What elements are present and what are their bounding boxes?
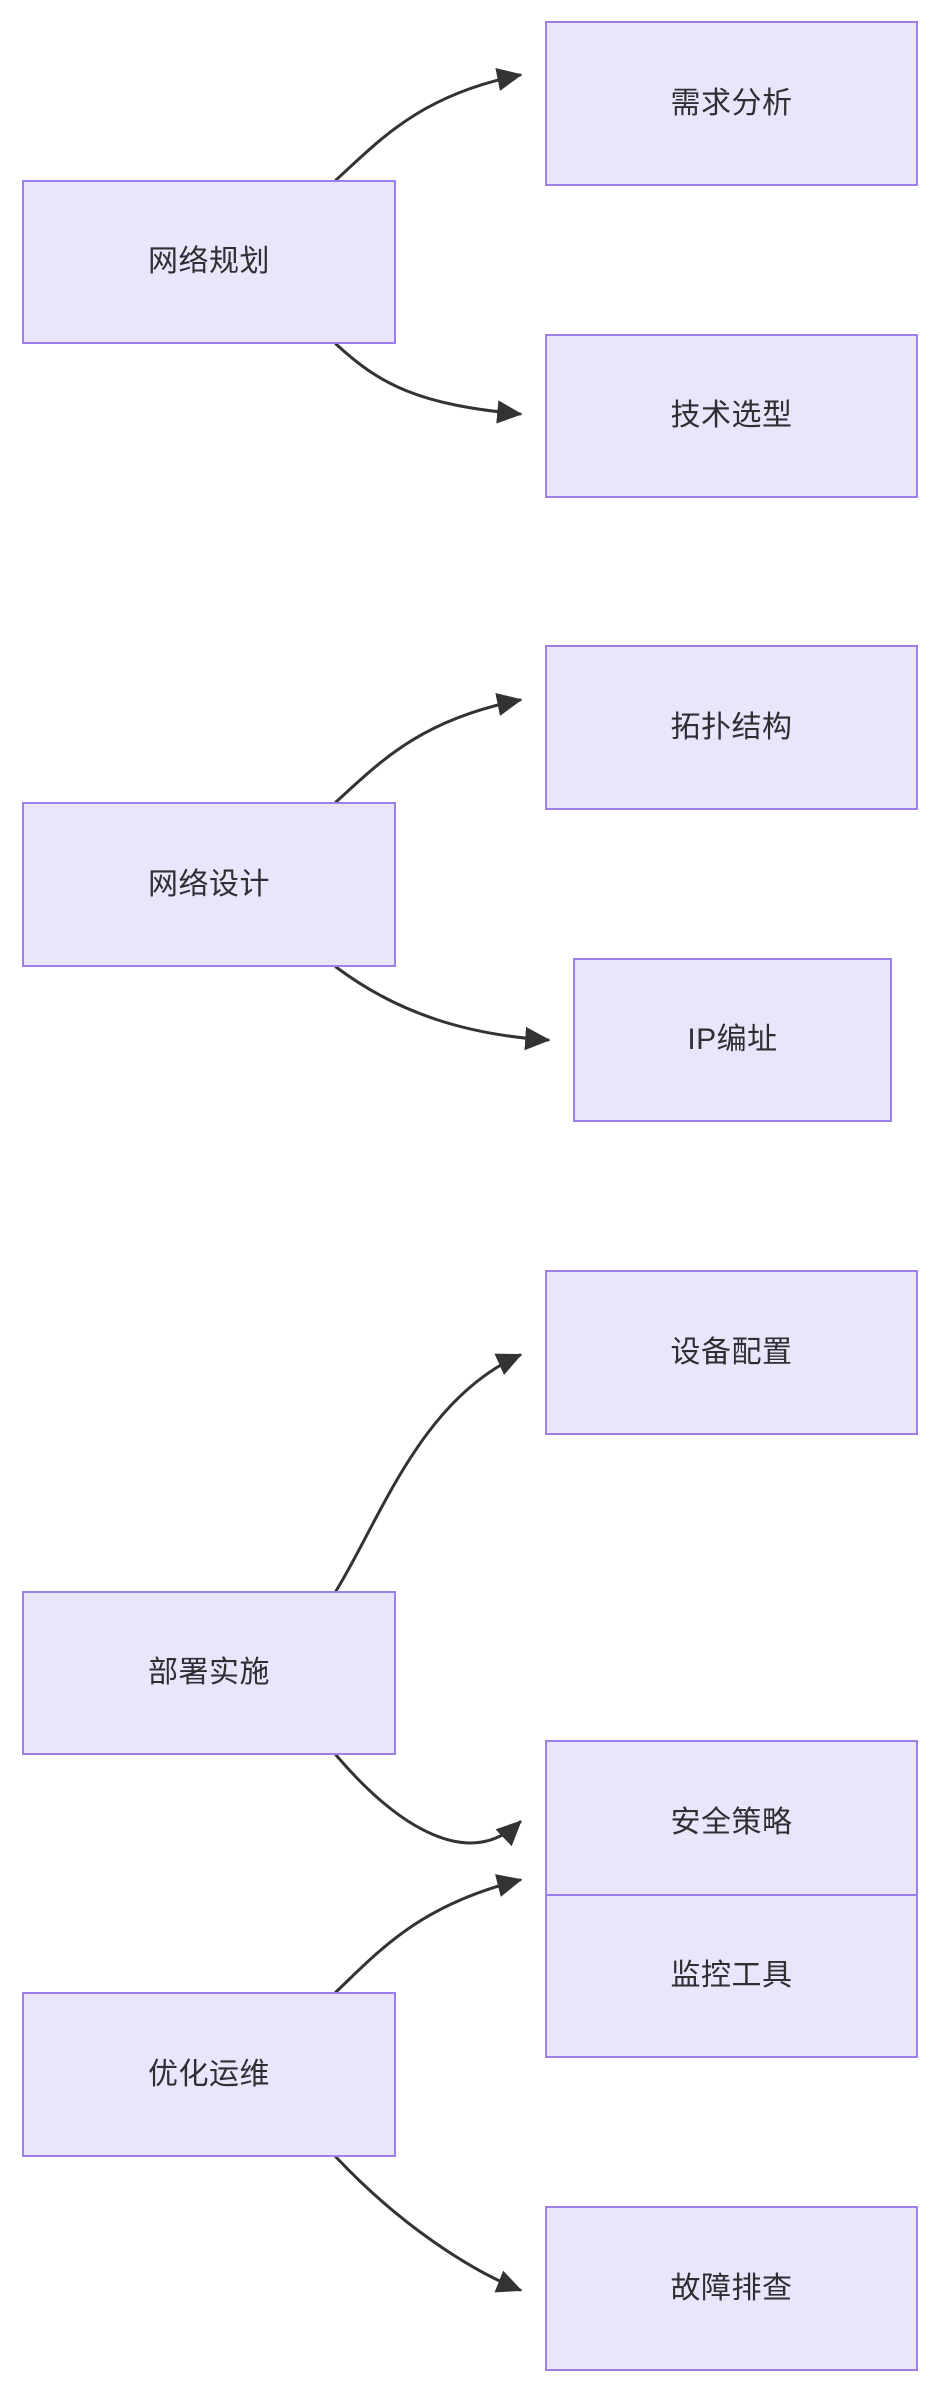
edge-n10-to-n11: [334, 1874, 523, 1994]
node-label: 拓扑结构: [670, 710, 793, 744]
edge-n4-to-n5: [334, 693, 523, 804]
node-label: 技术选型: [670, 399, 793, 432]
node-n10[interactable]: 优化运维: [22, 1992, 396, 2157]
edge-n10-to-n12: [334, 2155, 523, 2293]
node-n9[interactable]: 安全策略: [545, 1740, 918, 1905]
node-n3[interactable]: 技术选型: [545, 334, 918, 498]
node-label: 网络设计: [148, 867, 270, 901]
edge-n1-to-n3: [334, 342, 523, 424]
node-n12[interactable]: 故障排查: [545, 2206, 918, 2371]
node-label: 网络规划: [148, 245, 270, 278]
node-label: 安全策略: [670, 1805, 793, 1839]
node-label: IP编址: [687, 1023, 778, 1056]
node-label: 优化运维: [148, 2057, 270, 2091]
edge-n1-to-n2: [334, 68, 523, 182]
node-label: 部署实施: [148, 1656, 270, 1689]
node-n7[interactable]: 部署实施: [22, 1591, 396, 1755]
node-label: 设备配置: [670, 1335, 793, 1369]
edge-n7-to-n8: [334, 1353, 523, 1593]
edge-n4-to-n6: [334, 965, 551, 1051]
node-n2[interactable]: 需求分析: [545, 21, 918, 186]
node-n6[interactable]: IP编址: [573, 958, 892, 1122]
node-label: 故障排查: [670, 2271, 793, 2305]
edges-group: [334, 68, 551, 2293]
node-label: 需求分析: [670, 86, 793, 120]
node-n8[interactable]: 设备配置: [545, 1270, 918, 1435]
node-n1[interactable]: 网络规划: [22, 180, 396, 344]
node-n4[interactable]: 网络设计: [22, 802, 396, 967]
node-n5[interactable]: 拓扑结构: [545, 645, 918, 810]
node-n11[interactable]: 监控工具: [545, 1894, 918, 2058]
edge-n7-to-n9: [334, 1753, 522, 1847]
node-label: 监控工具: [670, 1959, 793, 1992]
